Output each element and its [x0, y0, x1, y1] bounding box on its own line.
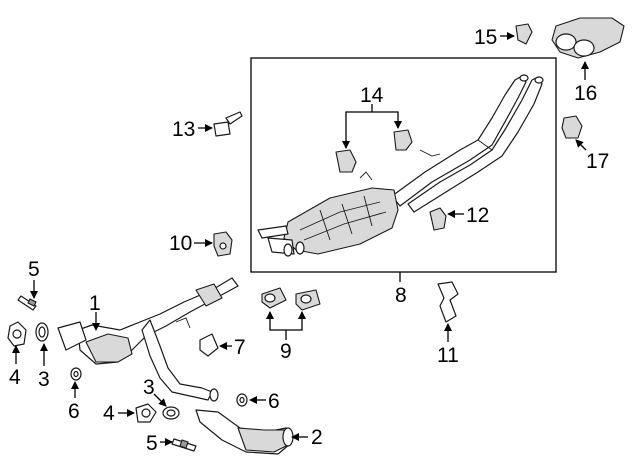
nut-parts [70, 367, 248, 407]
callout-5a: 5 [28, 258, 40, 281]
muffler-assembly-group-box [250, 57, 557, 273]
flange-parts [7, 321, 157, 423]
callout-11: 11 [437, 344, 459, 367]
exhaust-tip-outlet-b [573, 39, 595, 57]
bracket-part-7 [199, 333, 219, 357]
callout-12: 12 [466, 204, 489, 227]
callout-3a: 3 [38, 368, 50, 391]
front-y-pipe-converter [57, 277, 239, 402]
rear-converter [195, 409, 294, 455]
callout-14: 14 [360, 84, 384, 107]
callout-labels: 1 2 3 3 4 4 5 5 6 6 7 8 9 10 11 12 13 14… [9, 26, 609, 455]
muffler-tailpipe-assembly [257, 74, 544, 257]
callout-3b: 3 [143, 376, 155, 399]
callout-4a: 4 [9, 366, 21, 389]
callout-1: 1 [89, 292, 101, 315]
hanger-part-11 [437, 281, 459, 323]
callout-4b: 4 [103, 402, 115, 425]
callout-16: 16 [574, 82, 597, 105]
callout-2: 2 [311, 426, 323, 449]
callout-15: 15 [474, 26, 497, 49]
bracket-part-13 [213, 111, 243, 137]
callout-13: 13 [172, 118, 195, 141]
grommet-part-17 [561, 115, 583, 139]
gasket-parts [35, 322, 180, 420]
insulator-hole [219, 242, 227, 250]
callout-6a: 6 [68, 400, 80, 423]
callout-5b: 5 [146, 432, 158, 455]
callout-17: 17 [586, 150, 609, 173]
leader-lines [12, 32, 589, 446]
callout-8: 8 [395, 284, 407, 307]
callout-6b: 6 [268, 390, 280, 413]
insulator-part-14a [335, 149, 357, 173]
callout-10: 10 [169, 232, 192, 255]
clamp-parts [261, 287, 321, 311]
clip-part-15 [515, 23, 533, 45]
callout-7: 7 [234, 336, 246, 359]
callout-9: 9 [280, 340, 292, 363]
exhaust-tip-outlet-a [555, 33, 577, 51]
insulator-part-14b [393, 129, 413, 151]
insulator-part-12 [429, 207, 447, 231]
